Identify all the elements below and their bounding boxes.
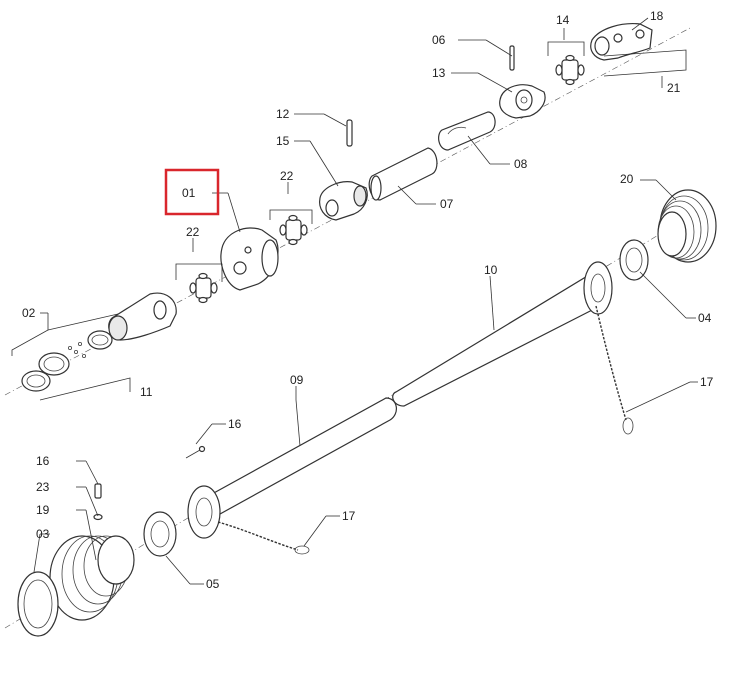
part-17-safety-chain-right[interactable] [595, 305, 634, 435]
callout-16-lower: 16 [36, 454, 50, 468]
leader-lines [11, 17, 698, 585]
part-15-profile-yoke[interactable] [319, 181, 368, 221]
callout-04: 04 [698, 311, 712, 325]
part-23-washer[interactable] [93, 513, 103, 521]
callout-10: 10 [484, 263, 498, 277]
callout-23: 23 [36, 480, 50, 494]
callout-labels: 06 13 14 18 21 12 15 08 07 22 22 01 20 1… [22, 9, 714, 591]
callout-11: 11 [140, 385, 153, 399]
part-20-guard-cone-right[interactable] [657, 189, 717, 263]
part-12-roll-pin[interactable] [346, 119, 353, 147]
part-10-inner-guard-tube[interactable] [392, 261, 613, 407]
callout-22-lower: 22 [186, 225, 200, 239]
callout-01[interactable]: 01 [182, 186, 196, 200]
callout-09: 09 [290, 373, 304, 387]
highlight-box [164, 168, 220, 216]
part-04-bearing-ring-right[interactable] [619, 239, 649, 281]
callout-12: 12 [276, 107, 290, 121]
part-01-tractor-yoke[interactable] [220, 227, 279, 291]
callout-13: 13 [432, 66, 446, 80]
callout-14: 14 [556, 13, 570, 27]
part-quick-release-yoke[interactable] [108, 292, 177, 341]
callout-17-left: 17 [342, 509, 356, 523]
callout-05: 05 [206, 577, 220, 591]
callout-08: 08 [514, 157, 528, 171]
part-03-outer-ring-left[interactable] [17, 571, 59, 637]
callout-17-right: 17 [700, 375, 714, 389]
callout-21: 21 [667, 81, 681, 95]
part-17-safety-chain-left[interactable] [217, 521, 310, 555]
callout-20: 20 [620, 172, 634, 186]
part-22-cross-journal-upper[interactable] [279, 214, 308, 246]
callout-19: 19 [36, 503, 50, 517]
part-16-screw-lower[interactable] [94, 483, 102, 499]
part-13-inner-yoke[interactable] [499, 84, 546, 119]
part-08-inner-profile-tube[interactable] [438, 111, 496, 151]
part-18-yoke-end[interactable] [590, 23, 653, 61]
part-09-outer-guard-tube[interactable] [187, 397, 397, 539]
part-14-cross-journal[interactable] [555, 54, 585, 86]
part-07-outer-profile-tube[interactable] [368, 147, 438, 201]
part-05-bearing-ring-left[interactable] [143, 511, 177, 557]
part-19-guard-cone-left[interactable] [49, 535, 135, 621]
part-02-locking-ring-set[interactable] [21, 330, 113, 392]
part-06-pin[interactable] [509, 45, 515, 71]
callout-07: 07 [440, 197, 454, 211]
callout-03: 03 [36, 527, 50, 541]
callout-15: 15 [276, 134, 290, 148]
callout-06: 06 [432, 33, 446, 47]
callout-16-upper: 16 [228, 417, 242, 431]
callout-02: 02 [22, 306, 36, 320]
callout-18: 18 [650, 9, 664, 23]
part-16-screw-upper[interactable] [185, 445, 206, 459]
callout-22-upper: 22 [280, 169, 294, 183]
part-22-cross-journal-lower[interactable] [189, 272, 218, 304]
